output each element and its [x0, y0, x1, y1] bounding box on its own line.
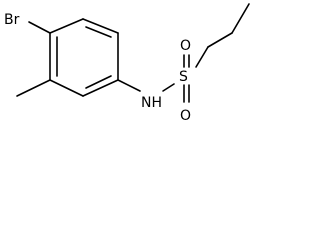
- benzene-ring: [49, 18, 119, 97]
- methyl-bond: [16, 79, 51, 97]
- molecule-drawing: Br NH S O O: [4, 3, 250, 124]
- nh-label: NH: [141, 95, 162, 111]
- bromine-label: Br: [4, 12, 20, 28]
- c-br-bond: [28, 21, 51, 34]
- oxygen-top-label: O: [180, 38, 191, 54]
- ring-bond-top: [49, 18, 84, 34]
- ring-bond-bottom-right: [82, 79, 119, 97]
- c1-c2-bond: [207, 32, 233, 48]
- ring-inner-double-bond-bottom-right: [85, 75, 112, 89]
- sulfur-label: S: [179, 69, 188, 85]
- structure-canvas: Br NH S O O: [0, 0, 260, 126]
- ring-bond-bottom-left: [49, 79, 84, 97]
- oxygen-bottom-label: O: [180, 108, 191, 124]
- ring-inner-double-bond-top-right: [85, 26, 112, 38]
- ring-bond-top-right: [82, 18, 119, 34]
- c-n-bond: [117, 79, 141, 92]
- n-s-bond: [162, 83, 175, 92]
- c2-c3-bond: [231, 3, 250, 34]
- s-c1-bond: [195, 46, 209, 68]
